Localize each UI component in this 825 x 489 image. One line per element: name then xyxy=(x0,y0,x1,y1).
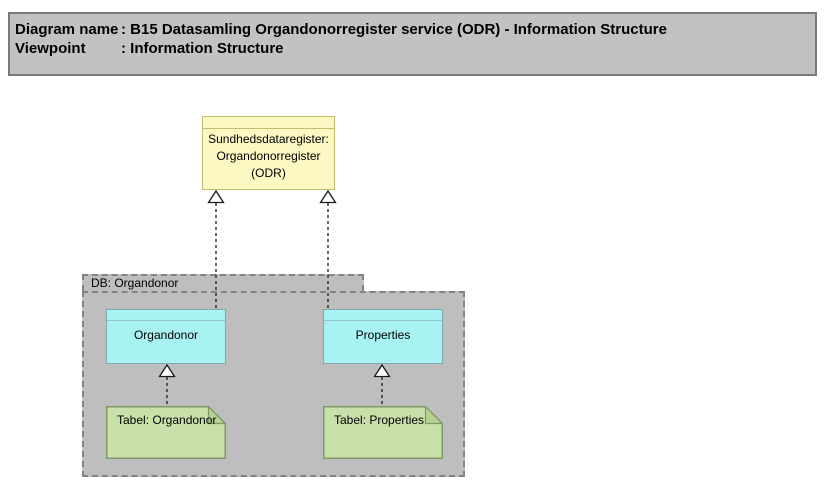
header-row-viewpoint: Viewpoint : Information Structure xyxy=(15,39,815,58)
node-entity-properties[interactable]: Properties xyxy=(323,309,443,364)
grouping-db-organdonor-label: DB: Organdonor xyxy=(91,276,179,290)
realization-arrow-organdonor-to-register[interactable] xyxy=(207,189,225,309)
node-tabel-properties-label: Tabel: Properties xyxy=(334,413,425,427)
node-entity-organdonor-label: Organdonor xyxy=(133,328,199,342)
node-sundhedsdataregister-odr-label: Sundhedsdataregister: Organdonorregister… xyxy=(208,132,329,180)
hollow-triangle-icon xyxy=(319,189,337,204)
node-tabel-organdonor-label: Tabel: Organdonor xyxy=(117,413,217,427)
realization-arrow-tabel-organdonor-to-organdonor[interactable] xyxy=(158,363,176,406)
header-viewpoint-value: : Information Structure xyxy=(121,40,284,57)
hollow-triangle-icon xyxy=(373,363,391,378)
node-title-band xyxy=(203,117,334,129)
hollow-triangle-icon xyxy=(158,363,176,378)
node-tabel-organdonor[interactable]: Tabel: Organdonor xyxy=(106,406,226,459)
node-sundhedsdataregister-odr[interactable]: Sundhedsdataregister: Organdonorregister… xyxy=(202,116,335,190)
realization-arrow-properties-to-register[interactable] xyxy=(319,189,337,309)
note-shape xyxy=(323,406,443,459)
header-diagram-name-label: Diagram name xyxy=(15,21,119,38)
realization-arrow-tabel-properties-to-properties[interactable] xyxy=(373,363,391,406)
grouping-db-organdonor-tab[interactable]: DB: Organdonor xyxy=(82,274,364,291)
node-title-band xyxy=(324,310,442,321)
node-tabel-properties[interactable]: Tabel: Properties xyxy=(323,406,443,459)
node-title-band xyxy=(107,310,225,321)
node-entity-organdonor[interactable]: Organdonor xyxy=(106,309,226,364)
note-shape xyxy=(106,406,226,459)
node-entity-properties-label: Properties xyxy=(355,328,411,342)
hollow-triangle-icon xyxy=(207,189,225,204)
folded-corner-icon xyxy=(207,406,226,425)
header-diagram-name-value: : B15 Datasamling Organdonorregister ser… xyxy=(121,21,667,38)
diagram-header-box[interactable]: Diagram name : B15 Datasamling Organdono… xyxy=(8,12,817,76)
header-viewpoint-label: Viewpoint xyxy=(15,40,86,57)
header-row-diagram-name: Diagram name : B15 Datasamling Organdono… xyxy=(15,20,815,39)
folded-corner-icon xyxy=(424,406,443,425)
